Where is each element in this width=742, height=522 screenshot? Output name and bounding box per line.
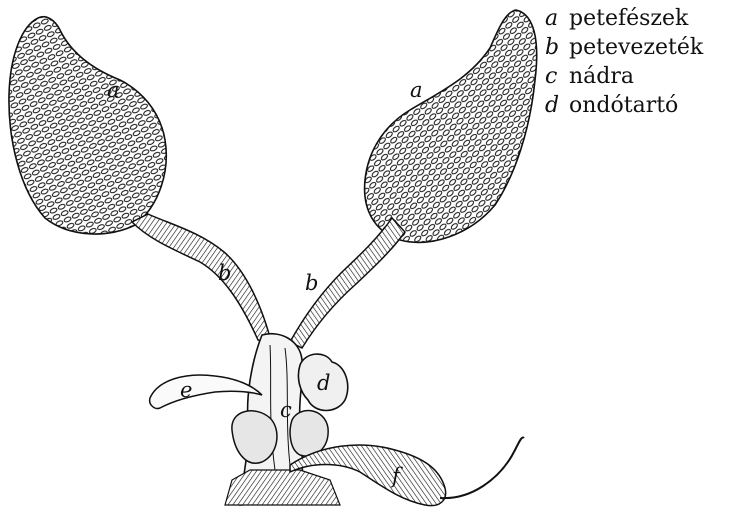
legend-key: a	[545, 8, 563, 30]
lower-lobe-left	[232, 411, 277, 463]
legend-text: petevezeték	[569, 35, 703, 60]
legend-item-d: d ondótartó	[545, 95, 703, 124]
label-b-right: b	[305, 273, 318, 294]
legend-item-a: a petefészek	[545, 8, 703, 37]
legend-item-b: b petevezeték	[545, 37, 703, 66]
appendage-e	[150, 375, 262, 408]
label-a-left: a	[107, 80, 120, 101]
label-d: d	[317, 373, 330, 394]
legend-key: b	[545, 37, 563, 59]
label-f: f	[392, 466, 400, 487]
flagellum	[440, 438, 524, 499]
legend-text: petefészek	[569, 6, 688, 31]
left-ovary	[9, 17, 166, 234]
label-c: c	[280, 400, 292, 421]
legend-text: ondótartó	[569, 93, 678, 118]
label-e: e	[180, 380, 192, 401]
label-b-left: b	[218, 263, 231, 284]
legend-text: nádra	[569, 64, 634, 89]
left-oviduct	[132, 214, 272, 345]
label-a-right: a	[410, 80, 423, 101]
legend-key: d	[545, 95, 563, 117]
legend-key: c	[545, 66, 563, 88]
right-ovary	[365, 10, 537, 242]
